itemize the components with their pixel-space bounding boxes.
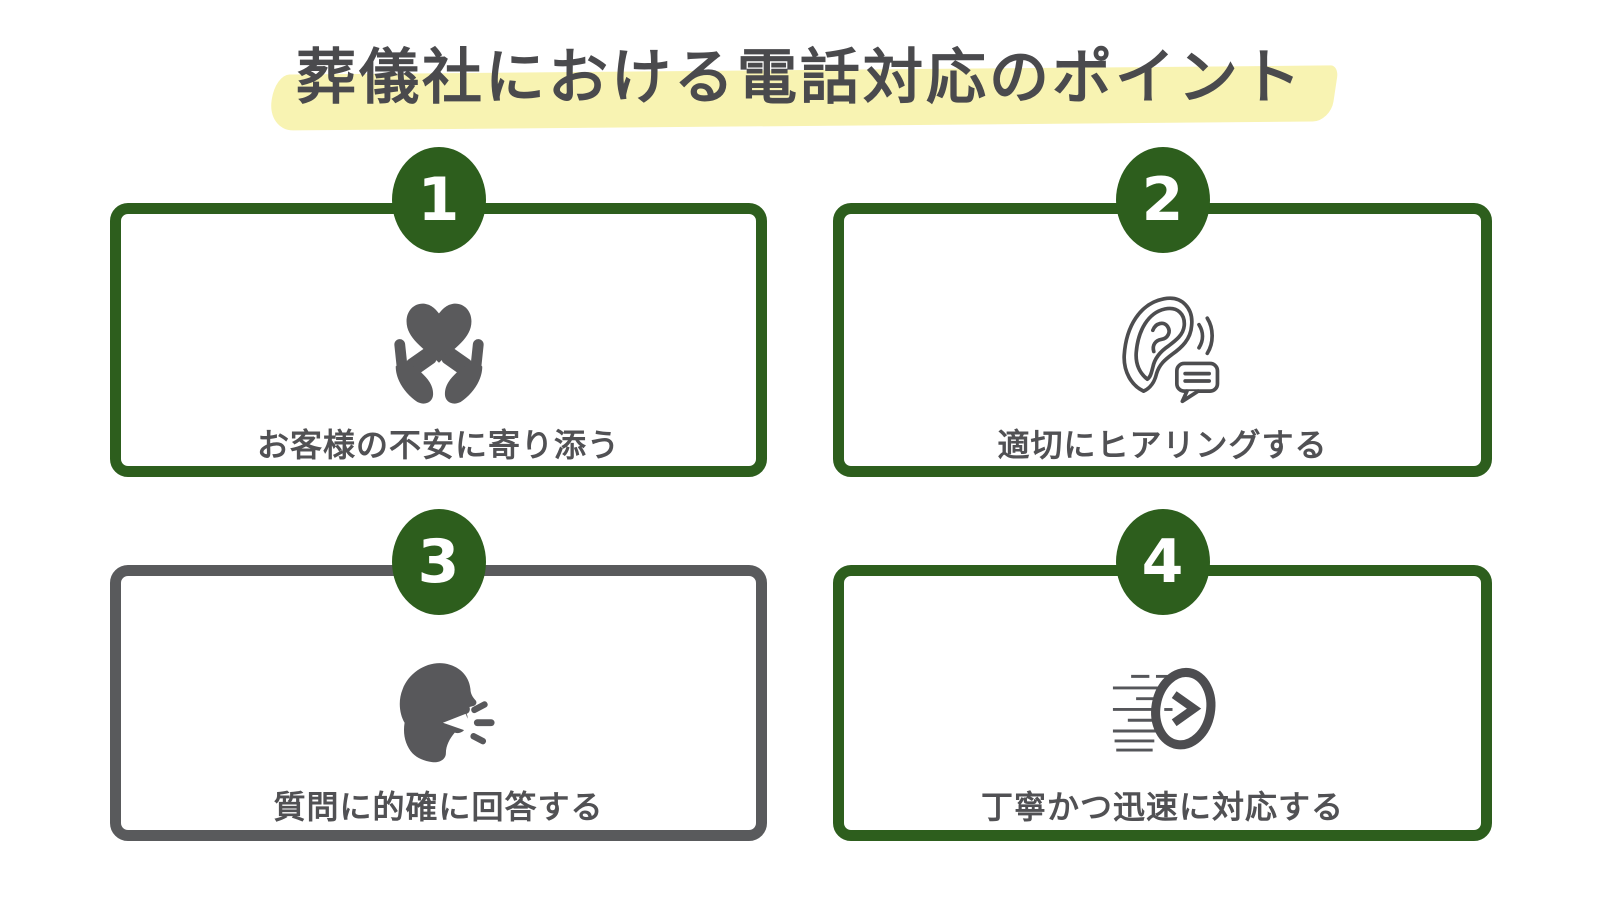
point-1-label: お客様の不安に寄り添う [256,426,620,464]
page-title: 葬儀社における電話対応のポイント [0,43,1600,131]
point-4-number-badge: 4 [1115,509,1210,615]
point-2-label: 適切にヒアリングする [997,426,1328,464]
point-4-label: 丁寧かつ迅速に対応する [980,788,1344,826]
page-title-text: 葬儀社における電話対応のポイント [296,43,1304,113]
point-card-4: 4 丁寧かつ迅速に対応する [833,509,1492,841]
point-3-number-badge: 3 [391,509,486,615]
point-1-number: 1 [417,165,460,235]
speedy-response-svg [1112,667,1215,752]
speedy-response-icon [1103,646,1223,768]
heart-in-hands-svg [393,303,484,404]
point-4-number: 4 [1141,527,1184,597]
point-card-1: 1 [110,147,767,477]
point-2-number-badge: 2 [1115,147,1210,253]
speaking-head-icon [379,646,499,768]
point-3-label: 質問に的確に回答する [273,788,604,826]
point-card-2: 2 適切にヒアリングする [833,147,1492,477]
listening-ear-icon [1103,284,1223,406]
point-3-number: 3 [417,527,460,597]
point-1-number-badge: 1 [391,147,486,253]
speaking-head-svg [399,663,495,763]
listening-ear-svg [1121,296,1219,404]
point-2-number: 2 [1141,165,1184,235]
heart-in-hands-icon [379,284,499,406]
point-card-3: 3 質問に的確に回答する [110,509,767,841]
